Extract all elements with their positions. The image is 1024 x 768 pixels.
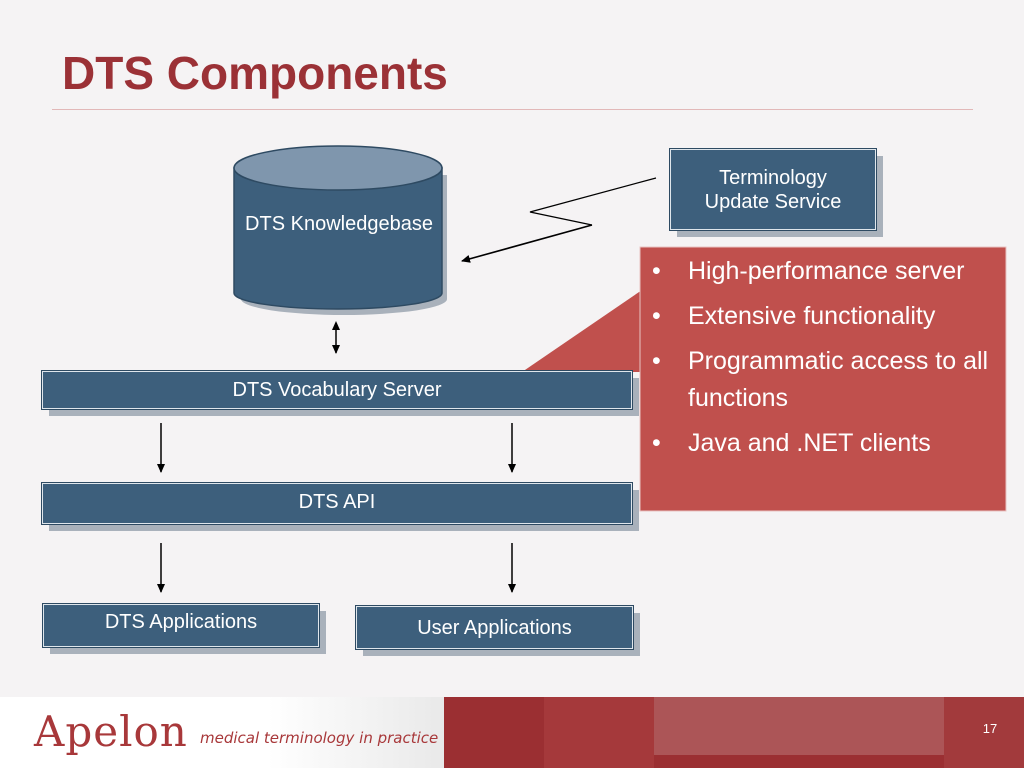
knowledgebase-line2: Knowledgebase [290, 213, 433, 235]
knowledgebase-label: DTS Knowledgebase [234, 212, 444, 237]
callout-bullet: Java and .NET clients [648, 425, 993, 462]
vocabulary-server-box: DTS Vocabulary Server [41, 370, 633, 410]
page-number: 17 [982, 721, 998, 736]
knowledgebase-cylinder [233, 145, 447, 315]
user-applications-box: User Applications [355, 605, 634, 650]
update-connector [461, 177, 657, 263]
footer-tagline: medical terminology in practice [200, 729, 439, 747]
callout-bullet: Programmatic access to all functions [648, 343, 993, 417]
dts-applications-label: DTS Applications [104, 611, 258, 633]
update-service-line1: Terminology [719, 166, 827, 189]
slide-footer: Apelon medical terminology in practice 1… [0, 697, 1024, 768]
callout-bullet-list: High-performance server Extensive functi… [648, 253, 993, 470]
update-service-box: Terminology Update Service [669, 148, 877, 231]
knowledgebase-line1: DTS [245, 213, 286, 235]
api-label: DTS API [298, 491, 376, 513]
apelon-logo: Apelon [34, 707, 188, 756]
title-divider [52, 109, 973, 110]
callout-bullet: Extensive functionality [648, 298, 993, 335]
callout-bullet: High-performance server [648, 253, 993, 290]
slide-title: DTS Components [62, 47, 448, 99]
update-service-line2: Update Service [704, 190, 842, 213]
vocabulary-server-label: DTS Vocabulary Server [232, 379, 442, 401]
dts-applications-box: DTS Applications [42, 603, 320, 648]
api-box: DTS API [41, 482, 633, 525]
user-applications-label: User Applications [417, 616, 572, 639]
